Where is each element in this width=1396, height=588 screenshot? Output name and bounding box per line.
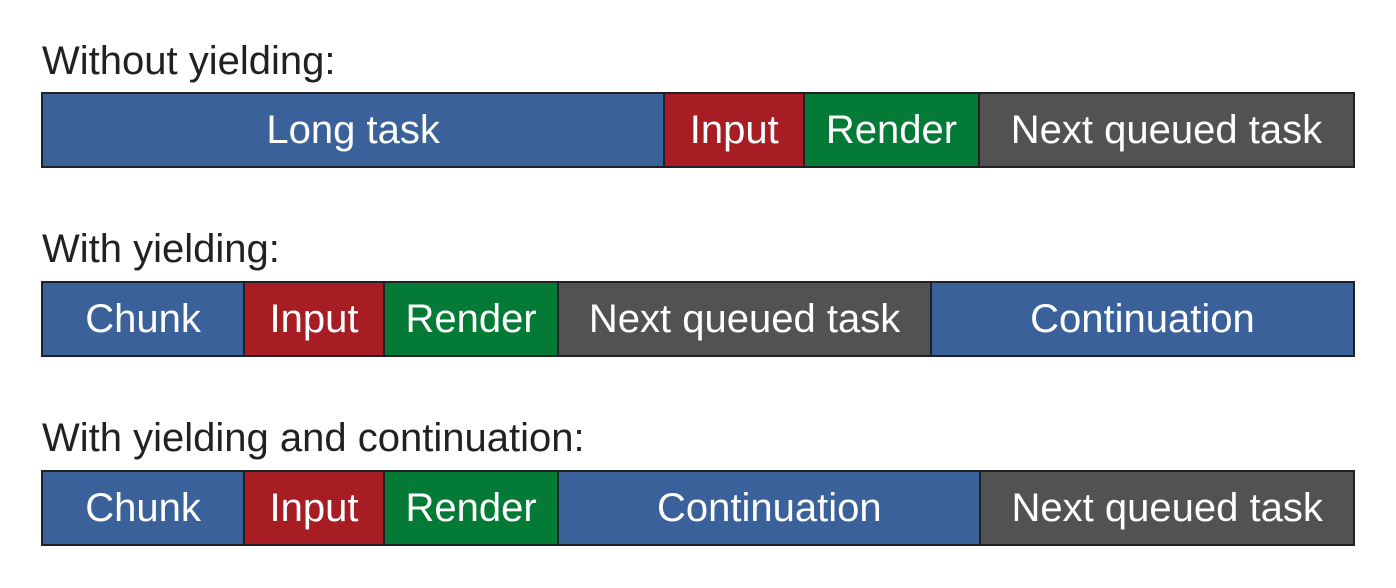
segment-chunk: Chunk bbox=[43, 472, 246, 544]
segment-render: Render bbox=[384, 283, 560, 355]
row-heading-with-yielding: With yielding: bbox=[42, 227, 280, 271]
segment-input: Input bbox=[665, 94, 806, 166]
segment-long-task: Long task bbox=[43, 94, 666, 166]
segment-next-queued-task: Next queued task bbox=[981, 472, 1353, 544]
segment-next-queued-task: Next queued task bbox=[559, 283, 932, 355]
segment-continuation: Continuation bbox=[559, 472, 982, 544]
segment-continuation: Continuation bbox=[931, 283, 1353, 355]
row-heading-with-yielding-and-continuation: With yielding and continuation: bbox=[42, 416, 585, 460]
segment-chunk: Chunk bbox=[43, 283, 246, 355]
segment-input: Input bbox=[245, 283, 385, 355]
segment-next-queued-task: Next queued task bbox=[979, 94, 1353, 166]
segment-render: Render bbox=[805, 94, 980, 166]
segment-render: Render bbox=[384, 472, 560, 544]
row-heading-without-yielding: Without yielding: bbox=[42, 39, 336, 83]
segment-input: Input bbox=[245, 472, 385, 544]
